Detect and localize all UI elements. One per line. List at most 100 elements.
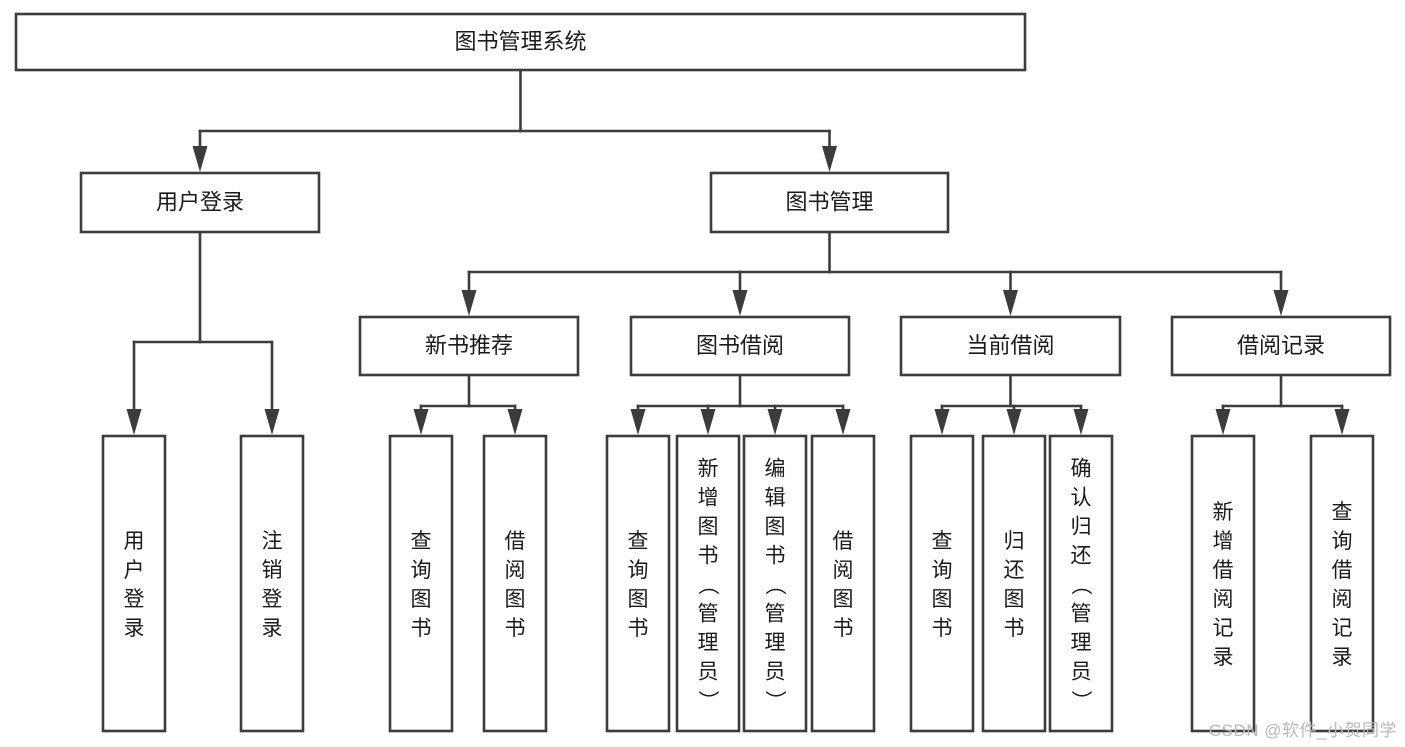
- arrow-head-icon: [630, 409, 646, 435]
- node-box: [1048, 434, 1114, 733]
- node-label-char: 还: [1071, 545, 1092, 568]
- node-label-char: 新: [698, 458, 719, 481]
- node-label-char: 管: [1071, 603, 1092, 626]
- node-current-borrow[interactable]: 当前借阅: [899, 315, 1122, 377]
- node-box: [388, 434, 454, 733]
- node-box: [899, 315, 1122, 377]
- node-box: [675, 434, 741, 733]
- arrow-head-icon: [732, 290, 748, 316]
- node-label-char: 书: [628, 617, 649, 640]
- node-label-char: 归: [1004, 530, 1025, 553]
- node-label-char: 理: [765, 632, 786, 655]
- arrow-head-icon: [264, 409, 280, 435]
- node-label-char: 图: [411, 588, 432, 611]
- node-label-char: 图: [698, 516, 719, 539]
- arrow-head-icon: [1215, 409, 1231, 435]
- node-label-char: 查: [1332, 501, 1353, 524]
- node-label-char: 理: [698, 632, 719, 655]
- node-box: [709, 171, 950, 234]
- arrow-head-icon: [1003, 290, 1018, 316]
- node-label-char: 增: [698, 487, 719, 510]
- arrow-head-icon: [1073, 409, 1089, 435]
- node-label-char: 询: [628, 559, 649, 582]
- node-user-login[interactable]: 用户登录: [79, 171, 321, 234]
- node-leaf-user-login[interactable]: 用户登录: [101, 434, 167, 733]
- node-root[interactable]: 图书管理系统: [14, 12, 1027, 72]
- node-box: [1170, 315, 1392, 377]
- node-label-char: （: [763, 574, 786, 595]
- node-label-char: 还: [1004, 559, 1025, 582]
- node-box: [1309, 434, 1375, 733]
- node-label-char: 借: [833, 530, 854, 553]
- node-label-char: 管: [698, 603, 719, 626]
- node-label-char: ）: [1069, 690, 1092, 711]
- arrow-head-icon: [192, 146, 208, 172]
- node-book-manage[interactable]: 图书管理: [709, 171, 950, 234]
- node-label-char: 阅: [833, 559, 854, 582]
- node-box: [358, 315, 580, 377]
- node-label-char: 书: [1004, 617, 1025, 640]
- node-label-char: 录: [262, 617, 283, 640]
- node-label-char: 图: [505, 588, 526, 611]
- node-label-char: 阅: [1213, 588, 1234, 611]
- node-label-char: 记: [1332, 617, 1353, 640]
- arrow-head-icon: [700, 409, 716, 435]
- arrow-head-icon: [835, 409, 851, 435]
- node-borrow-record[interactable]: 借阅记录: [1170, 315, 1392, 377]
- arrow-head-icon: [1273, 290, 1289, 316]
- node-box: [239, 434, 305, 733]
- node-label-char: 认: [1071, 487, 1092, 510]
- arrow-head-icon: [126, 409, 142, 435]
- node-label-char: 书: [765, 545, 786, 568]
- node-box: [981, 434, 1047, 733]
- node-label-char: 确: [1071, 458, 1092, 481]
- node-label: 当前借阅: [966, 333, 1054, 358]
- node-new-book-rec[interactable]: 新书推荐: [358, 315, 580, 377]
- node-label-char: 注: [262, 530, 283, 553]
- arrow-head-icon: [822, 146, 837, 172]
- node-label-char: （: [1069, 574, 1092, 595]
- node-label-char: 记: [1213, 617, 1234, 640]
- node-label-char: 理: [1071, 632, 1092, 655]
- node-label-char: （: [696, 574, 719, 595]
- node-label-char: 员: [1071, 661, 1092, 684]
- node-label-char: 员: [698, 661, 719, 684]
- node-label-char: 借: [505, 530, 526, 553]
- node-label-char: 书: [833, 617, 854, 640]
- node-label-char: 书: [932, 617, 953, 640]
- node-label-char: 编: [765, 458, 786, 481]
- node-box: [14, 12, 1027, 72]
- node-label-char: 借: [1332, 559, 1353, 582]
- node-box: [810, 434, 876, 733]
- node-label-char: 录: [124, 617, 145, 640]
- node-label: 新书推荐: [425, 333, 513, 358]
- node-book-borrow[interactable]: 图书借阅: [629, 315, 851, 377]
- node-label-char: 书: [698, 545, 719, 568]
- node-label: 借阅记录: [1237, 333, 1325, 358]
- node-label-char: 查: [932, 530, 953, 553]
- node-label-char: 员: [765, 661, 786, 684]
- arrow-head-icon: [934, 409, 950, 435]
- arrow-head-icon: [507, 409, 523, 435]
- arrow-head-icon: [767, 409, 783, 435]
- connector-layer: [126, 68, 1350, 435]
- node-label-char: 新: [1213, 501, 1234, 524]
- node-label-char: 查: [628, 530, 649, 553]
- node-label-char: 图: [1004, 588, 1025, 611]
- node-label-char: 图: [833, 588, 854, 611]
- node-label-char: 图: [932, 588, 953, 611]
